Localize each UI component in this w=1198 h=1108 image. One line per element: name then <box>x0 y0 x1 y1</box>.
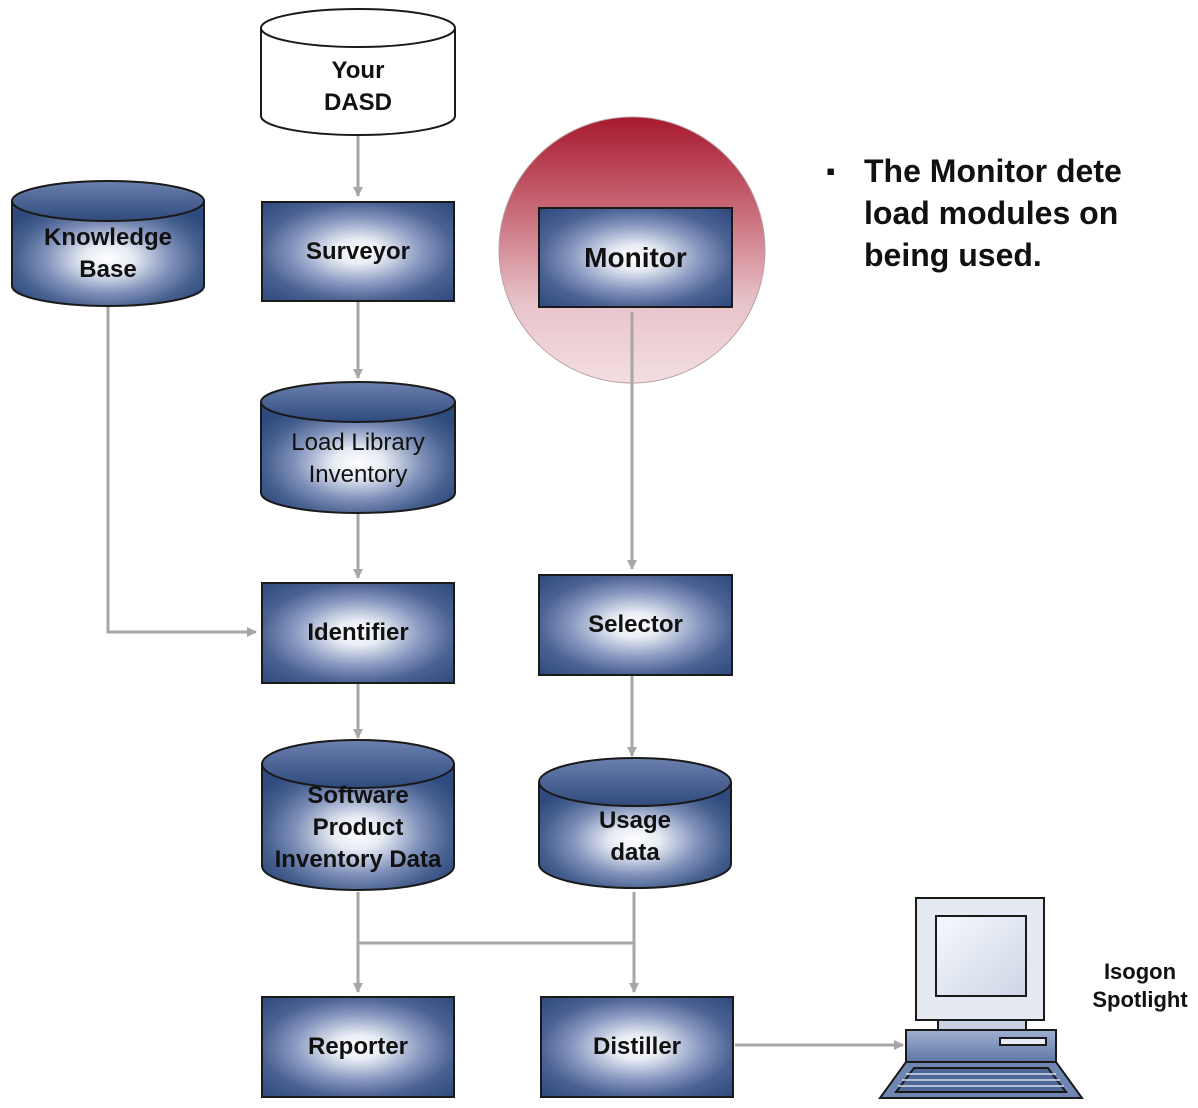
distiller-box: Distiller <box>540 996 734 1098</box>
software-product-inventory-cylinder <box>261 739 455 891</box>
monitor-box: Monitor <box>538 207 733 308</box>
bullet-line-2: load modules on <box>864 195 1119 231</box>
isogon-spotlight-label: Isogon Spotlight <box>1092 959 1188 1012</box>
selector-label: Selector <box>588 611 683 638</box>
knowledge-base-label: Knowledge Base <box>43 224 172 283</box>
reporter-label: Reporter <box>307 1033 409 1060</box>
bullet-marker: ▪ <box>826 156 836 186</box>
your-dasd-cylinder <box>260 8 456 136</box>
load-library-inventory-label: Load Library Inventory <box>291 429 425 488</box>
arrow-knowledge-to-identifier <box>106 294 257 637</box>
identifier-label: Identifier <box>307 619 409 646</box>
reporter-box: Reporter <box>261 996 455 1098</box>
surveyor-label: Surveyor <box>305 237 411 265</box>
load-library-inventory-cylinder <box>260 381 456 514</box>
your-dasd-label: Your DASD <box>323 57 392 116</box>
selector-box: Selector <box>538 574 733 676</box>
identifier-box: Identifier <box>261 582 455 684</box>
usage-data-label: Usage data <box>598 807 672 866</box>
usage-data-cylinder <box>538 757 732 889</box>
software-product-inventory-label: Software Product Inventory Data <box>274 782 442 873</box>
distiller-label: Distiller <box>592 1033 682 1060</box>
bullet-text: ▪ The Monitor dete load modules on being… <box>826 150 1198 276</box>
monitor-label: Monitor <box>584 241 687 273</box>
surveyor-box: Surveyor <box>261 201 455 302</box>
computer-icon <box>878 897 1084 1099</box>
connectors <box>106 135 904 1050</box>
bullet-line-1: The Monitor dete <box>864 153 1122 189</box>
knowledge-base-cylinder <box>11 180 205 307</box>
bullet-line-3: being used. <box>864 237 1042 273</box>
